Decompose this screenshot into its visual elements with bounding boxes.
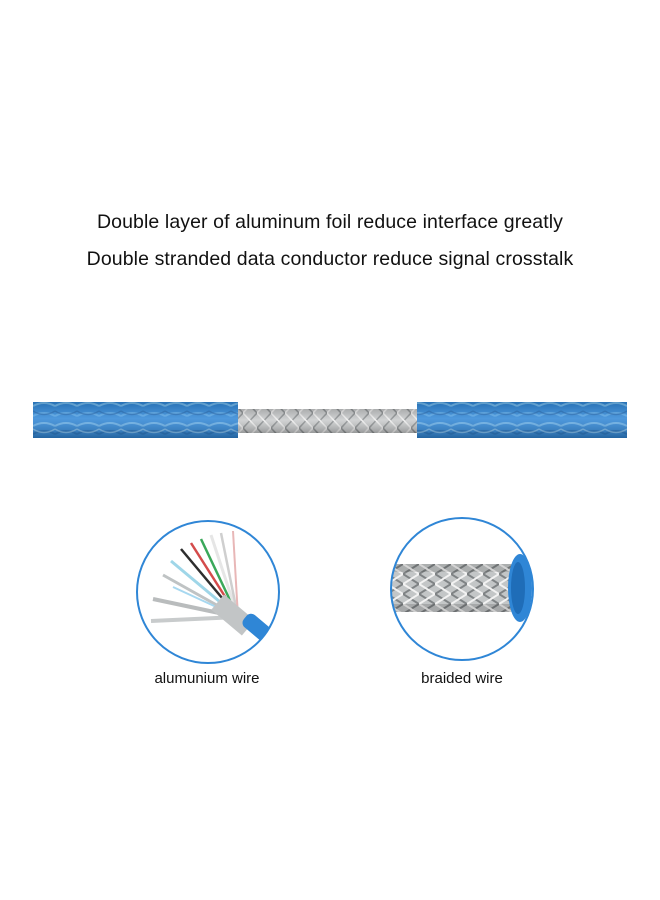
aluminium-wire-detail [133, 517, 283, 667]
headline-line-2: Double stranded data conductor reduce si… [86, 248, 574, 270]
cable-svg [33, 402, 627, 438]
braided-wire-caption: braided wire [421, 670, 503, 687]
cable-illustration [33, 398, 627, 440]
headline-line-1: Double layer of aluminum foil reduce int… [96, 211, 564, 233]
braided-wire-detail [387, 514, 537, 664]
alumunium-wire-caption: alumunium wire [154, 670, 260, 687]
